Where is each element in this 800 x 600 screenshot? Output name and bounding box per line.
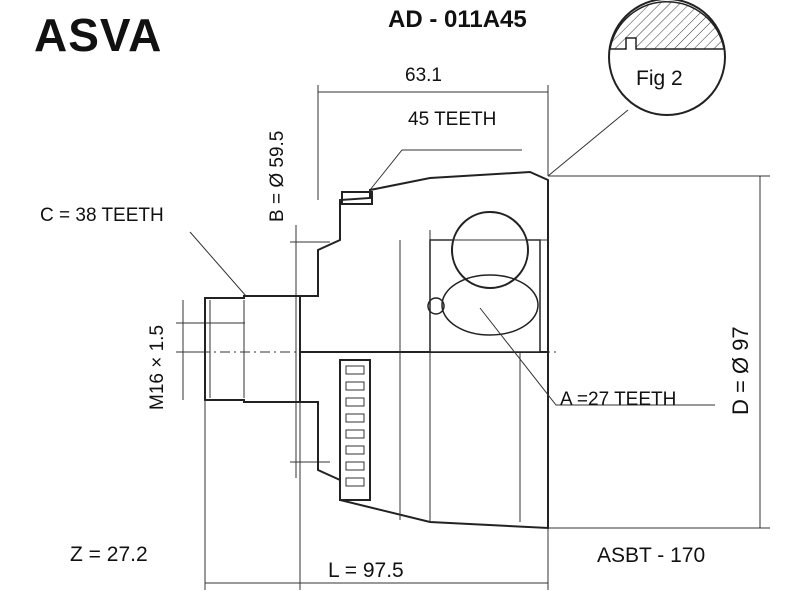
brand-logo: ASVA [34, 9, 163, 61]
dim-b-diameter: B = Ø 59.5 [267, 130, 288, 222]
dim-b-lines [290, 225, 330, 478]
fig-label: Fig 2 [636, 67, 683, 90]
dim-c-teeth: C = 38 TEETH [40, 205, 164, 226]
dim-thread: M16 × 1.5 [147, 324, 168, 410]
dim-a-teeth: A =27 TEETH [560, 389, 677, 410]
dim-d-lines [548, 175, 770, 529]
inner-race [427, 211, 548, 353]
dim-z: Z = 27.2 [70, 543, 148, 566]
dim-bottom-lines [204, 400, 549, 590]
fig2-detail-circle [608, 0, 726, 116]
dim-63-1-lines [317, 85, 549, 200]
teeth-45-leader [369, 149, 522, 191]
dim-d-diameter: D = Ø 97 [728, 326, 753, 415]
abs-ring [339, 359, 371, 501]
boot-code: ASBT - 170 [597, 544, 706, 567]
dim-63-1: 63.1 [405, 65, 442, 86]
stub-shaft [204, 295, 301, 403]
fig2-leader-line [547, 109, 629, 177]
teeth-38-leader [189, 231, 247, 297]
dim-l: L = 97.5 [328, 559, 404, 582]
part-number: AD - 011A45 [388, 6, 527, 33]
outer-teeth-count: 45 TEETH [408, 109, 497, 130]
teeth-27-leader [479, 307, 715, 406]
